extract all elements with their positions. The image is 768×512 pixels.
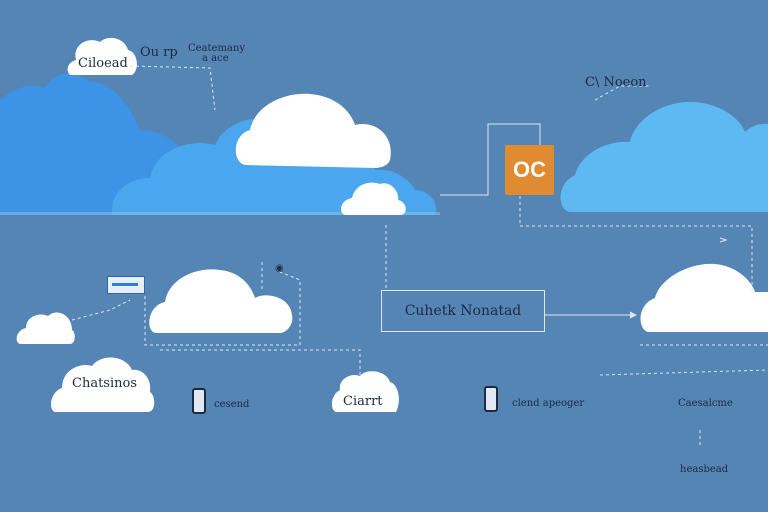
white-cloud-small <box>340 182 406 215</box>
white-cloud-right <box>640 263 768 332</box>
label-top-header-2: Ceatemany <box>188 43 246 54</box>
orange-node-label: OC <box>513 157 546 182</box>
white-cloud-center-left <box>149 269 293 333</box>
right-blue-cloud <box>560 101 768 212</box>
label-top-cloud: Ciloead <box>78 56 128 71</box>
label-top-right: C\ Noeon <box>585 75 647 90</box>
label-bottom-right-1: clend apeoger <box>512 398 585 409</box>
label-top-header-1: Ou rp <box>140 45 178 60</box>
left-blue-cloud <box>0 73 440 215</box>
label-bottom-cloud: Ciarrt <box>343 394 383 409</box>
connectors <box>71 65 768 445</box>
center-node[interactable]: Cuhetk Nonatad <box>381 290 545 332</box>
white-cloud-top-center <box>235 93 391 168</box>
label-left-cloud: Chatsinos <box>72 376 137 391</box>
center-node-label: Cuhetk Nonatad <box>404 303 522 319</box>
lock-icon: ◉ <box>275 263 284 274</box>
white-cloud-bottom-left <box>50 357 155 412</box>
label-right-1: Caesalcme <box>678 398 733 409</box>
orange-node[interactable]: OC <box>505 145 554 195</box>
label-top-header-3: a ace <box>202 53 229 64</box>
phone-icon <box>192 388 206 414</box>
window-icon <box>107 276 145 294</box>
tablet-icon <box>484 386 498 412</box>
label-bottom-mid-1: cesend <box>214 399 250 410</box>
label-right-2: heasbead <box>680 464 729 475</box>
white-cloud-far-left <box>16 312 75 344</box>
white-cloud-bottom-middle <box>331 371 399 412</box>
white-cloud-top-left <box>67 37 137 75</box>
